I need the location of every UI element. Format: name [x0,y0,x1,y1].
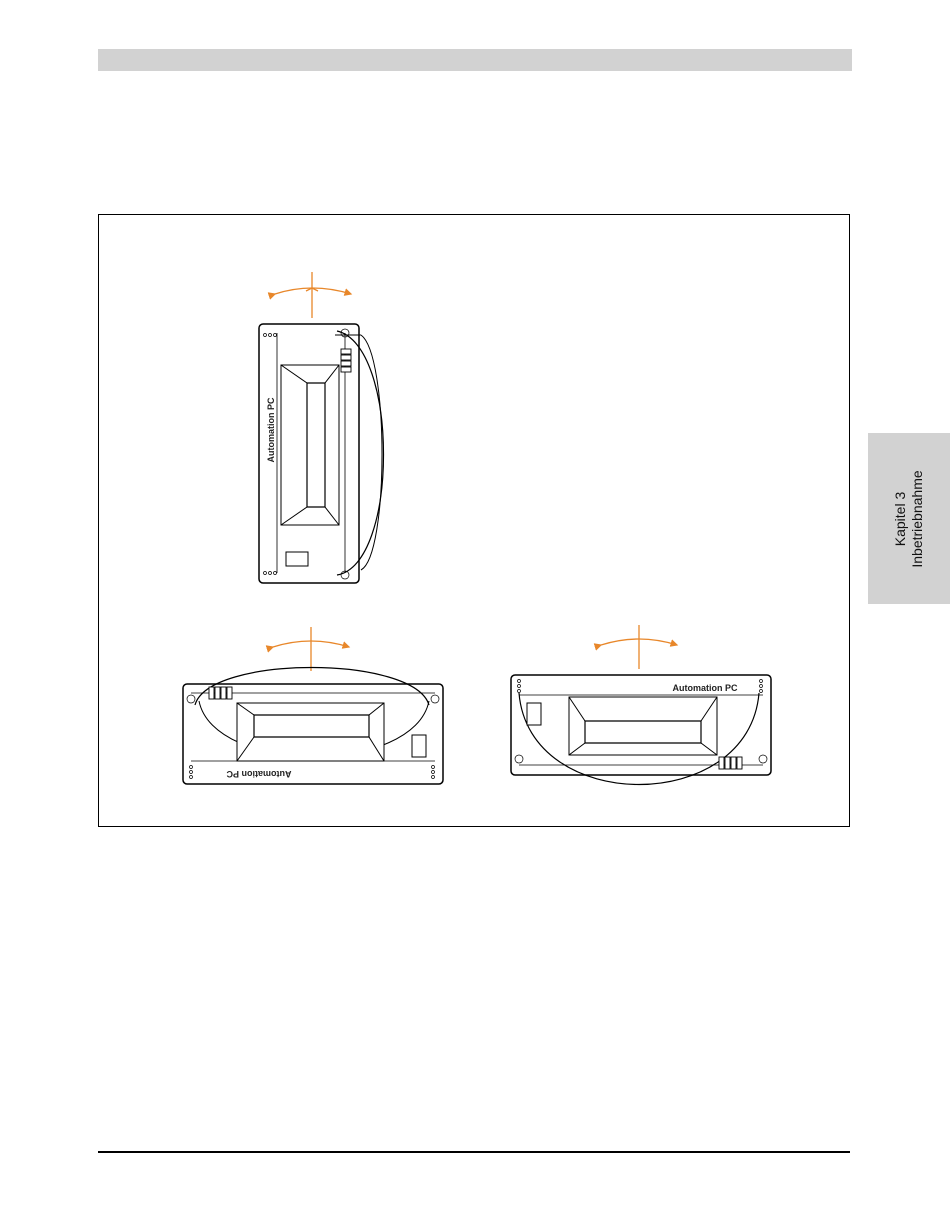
device-label-vertical: Automation PC [266,397,276,462]
device-label-left: Automation PC [226,769,291,779]
vertical-mounted-device: Automation PC [259,272,384,583]
device-label-right: Automation PC [673,683,738,693]
chapter-side-tab-text: Kapitel 3 Inbetriebnahme [892,470,926,567]
chapter-side-tab: Kapitel 3 Inbetriebnahme [868,433,950,604]
chapter-number: Kapitel 3 [892,470,909,567]
orientation-indicator-vertical [275,272,351,318]
chapter-title: Inbetriebnahme [909,470,926,567]
figure-frame: Automation PC [98,214,850,827]
mounting-orientation-illustration: Automation PC [99,215,851,828]
horizontal-mounted-device-left: Automation PC [183,627,443,784]
orientation-indicator-right [601,625,677,669]
horizontal-mounted-device-right: Automation PC [511,625,771,785]
header-bar [98,49,852,71]
footer-rule [98,1151,850,1153]
orientation-indicator-left [273,627,349,671]
